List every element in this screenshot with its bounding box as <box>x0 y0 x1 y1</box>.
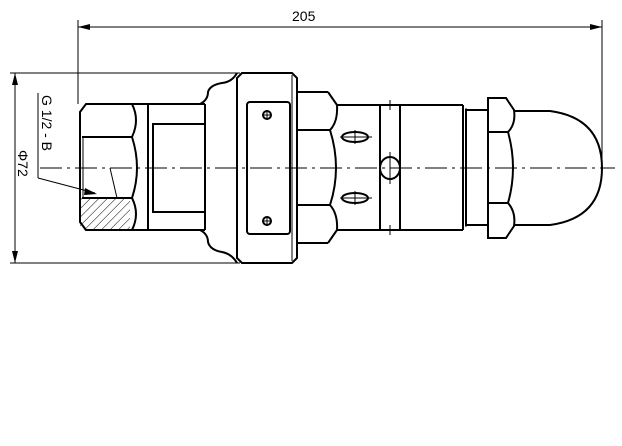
diameter-label: Φ72 <box>15 150 31 177</box>
thread-callout: G 1/2 - B <box>37 93 97 195</box>
screw-icon <box>262 110 272 120</box>
end-nut <box>487 97 516 239</box>
length-dimension: 205 <box>77 8 603 168</box>
body <box>132 72 238 264</box>
thread-label: G 1/2 - B <box>39 95 55 151</box>
inlet-hex-fitting <box>79 103 138 231</box>
length-label: 205 <box>292 8 316 24</box>
vent-ring <box>337 100 463 235</box>
diameter-dimension: Φ72 <box>10 72 240 264</box>
screw-icon <box>262 216 272 226</box>
